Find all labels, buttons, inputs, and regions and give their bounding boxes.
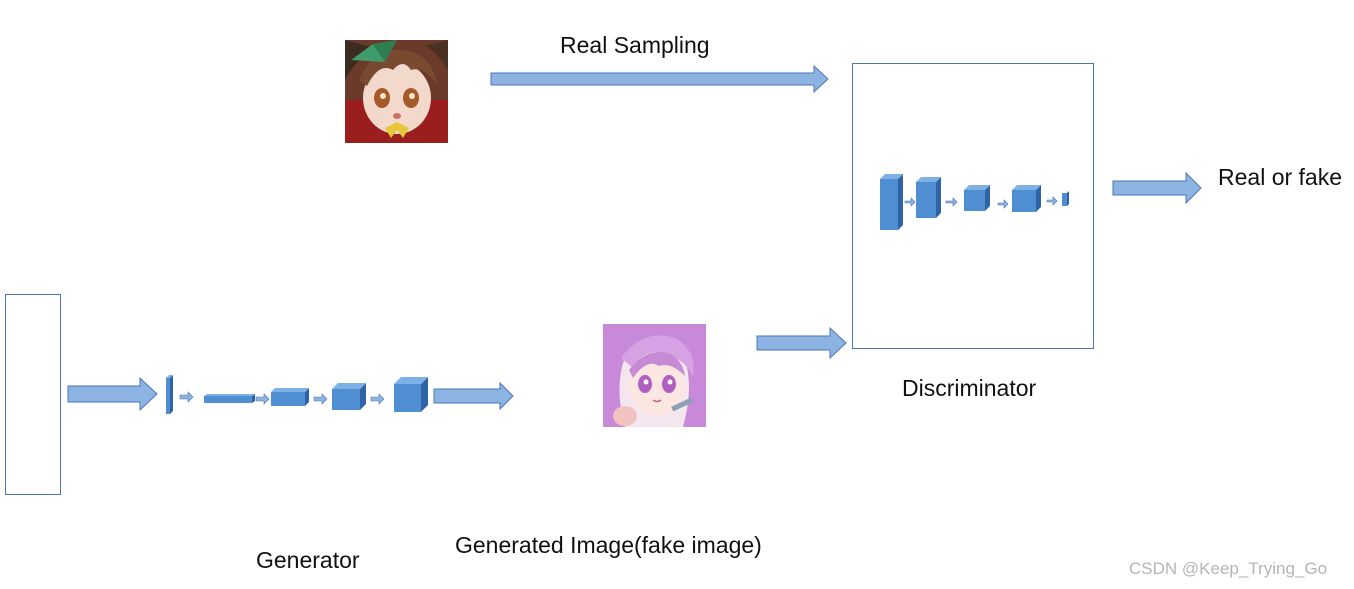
- generator-layer-3: [271, 388, 309, 406]
- noise-input-box: [5, 294, 61, 495]
- real-sampling-label: Real Sampling: [560, 32, 710, 58]
- generator-layer-5: [394, 377, 428, 412]
- discriminator-layer-5: [1062, 191, 1069, 206]
- discriminator-small-arrow-1: [904, 197, 916, 207]
- arrow-real-sampling: [490, 64, 829, 94]
- arrow-fake-to-discriminator: [756, 326, 847, 360]
- generator-small-arrow-2: [255, 393, 270, 405]
- arrow-real-or-fake: [1112, 171, 1202, 205]
- generator-layers: [166, 375, 428, 414]
- generator-layer-1: [166, 375, 173, 414]
- watermark-text: CSDN @Keep_Trying_Go: [1129, 559, 1328, 578]
- discriminator-small-arrow-4: [1046, 196, 1058, 206]
- arrow-generator-output: [433, 381, 514, 411]
- discriminator-small-arrow-2: [945, 197, 958, 207]
- real-image: [345, 40, 448, 143]
- generator-layer-2: [204, 394, 255, 403]
- discriminator-label: Discriminator: [902, 375, 1037, 401]
- generated-image-label: Generated Image(fake image): [455, 532, 762, 558]
- discriminator-layer-4: [1012, 185, 1041, 212]
- generator-layer-4: [332, 383, 366, 410]
- generator-small-arrow-3: [313, 393, 328, 405]
- arrow-noise-to-generator: [67, 376, 158, 412]
- generator-small-arrow-4: [370, 393, 385, 405]
- real-or-fake-label: Real or fake: [1218, 164, 1343, 190]
- discriminator-layer-2: [916, 177, 941, 218]
- discriminator-layer-3: [964, 185, 990, 211]
- generator-label: Generator: [256, 547, 360, 573]
- discriminator-layer-1: [880, 174, 903, 230]
- anime-face-brown-hair-image: [345, 40, 448, 143]
- fake-image: [603, 324, 706, 427]
- discriminator-small-arrow-3: [997, 199, 1009, 209]
- discriminator-layers: [880, 174, 1069, 230]
- anime-face-purple-hair-image: [603, 324, 706, 427]
- generator-small-arrow-1: [179, 391, 194, 403]
